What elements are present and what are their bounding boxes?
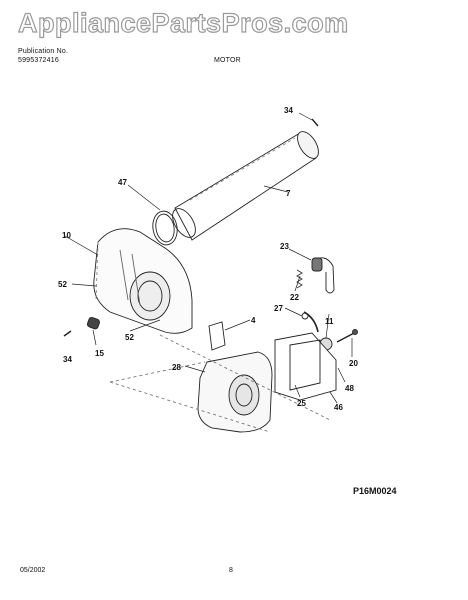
idler-arm [303, 311, 319, 333]
callout-25: 25 [297, 399, 306, 408]
callout-28: 28 [172, 363, 181, 372]
watermark: AppliancePartsPros.com [17, 7, 349, 38]
page-title: MOTOR [214, 57, 241, 64]
knob [86, 316, 100, 330]
screw-left [63, 330, 72, 337]
callout-34-top: 34 [284, 106, 293, 115]
spacer [208, 321, 226, 351]
callout-23: 23 [280, 242, 289, 251]
callout-47: 47 [118, 178, 127, 187]
callout-27: 27 [274, 304, 283, 313]
blower-opening [129, 271, 171, 321]
callout-4: 4 [251, 316, 256, 325]
callout-10: 10 [62, 231, 71, 240]
spring [296, 269, 303, 289]
callout-52-bottom: 52 [125, 333, 134, 342]
screw-top [311, 118, 319, 127]
callout-34-left: 34 [63, 355, 72, 364]
footer-page: 8 [229, 567, 233, 574]
vent-tube-start [172, 208, 196, 238]
callout-46: 46 [334, 403, 343, 412]
publication-number: 5995372416 [18, 57, 59, 64]
footer-date: 05/2002 [20, 567, 46, 574]
callout-15: 15 [95, 349, 104, 358]
publication-label: Publication No. [18, 48, 69, 55]
vent-tube-end [297, 131, 319, 159]
callout-22: 22 [290, 293, 299, 302]
callout-11: 11 [325, 317, 334, 326]
seal-ring [152, 210, 178, 246]
callout-20: 20 [349, 359, 358, 368]
callout-7: 7 [286, 189, 291, 198]
vent-tube [174, 132, 317, 241]
callout-52-left: 52 [58, 280, 67, 289]
diagram-code: P16M0024 [353, 486, 397, 496]
callout-48: 48 [345, 384, 354, 393]
clamp-bracket [311, 257, 323, 272]
